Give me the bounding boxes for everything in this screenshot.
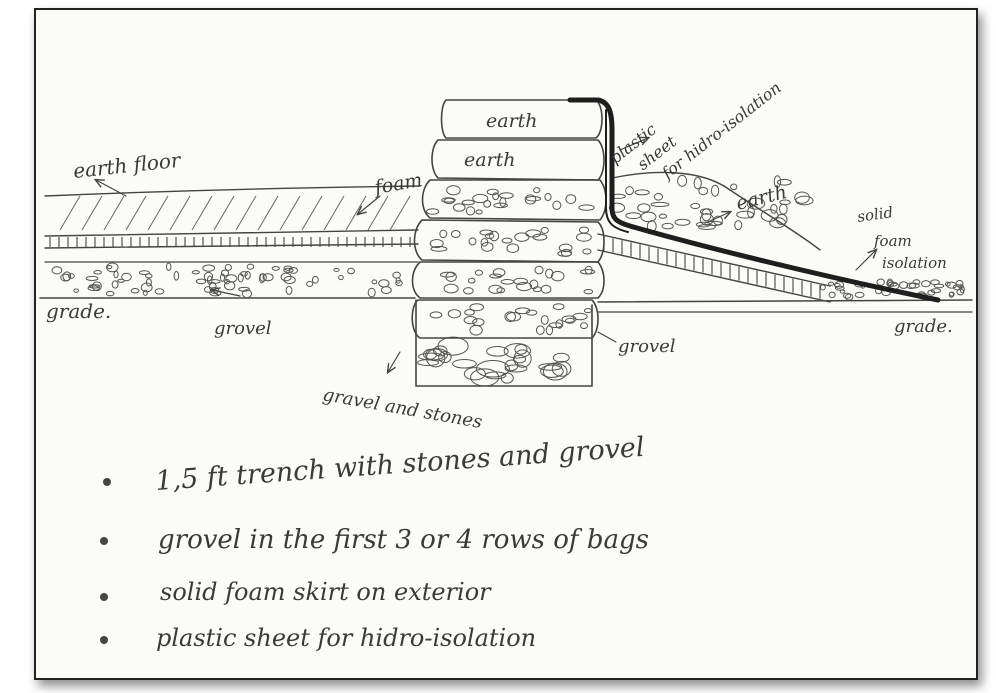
label-foam: foam (371, 169, 424, 199)
bullet-notes: 1,5 ft trench with stones and grovel gro… (100, 432, 649, 652)
label-gravel-left: grovel (214, 318, 272, 339)
label-gravel-and-stones: gravel and stones (321, 384, 484, 433)
earthbag-wall (411, 99, 607, 339)
gravel-band-left (44, 261, 419, 299)
earth-floor-layer (44, 185, 421, 231)
arrow-icon (96, 138, 876, 372)
note-text: 1,5 ft trench with stones and grovel (154, 432, 645, 497)
label-earth-floor: earth floor (72, 148, 183, 183)
diagram-labels: earth floor foam grade. grovel earth ear… (46, 78, 953, 433)
note-item: 1,5 ft trench with stones and grovel (103, 432, 645, 497)
paper-frame (34, 8, 978, 680)
label-plastic-sheet-line3: for hidro-isolation (657, 78, 784, 183)
foam-strip-left (44, 229, 419, 249)
note-item: solid foam skirt on exterior (100, 578, 492, 606)
plastic-sheet (567, 97, 941, 303)
solid-foam-skirt (597, 233, 831, 303)
note-text: solid foam skirt on exterior (160, 578, 492, 606)
note-text: grovel in the first 3 or 4 rows of bags (158, 525, 649, 555)
label-solid-foam-line2: foam (873, 232, 912, 250)
label-bag-earth-second: earth (464, 149, 516, 171)
trench (415, 299, 593, 387)
label-solid-foam-line3: isolation (882, 254, 947, 272)
bullet-dot-icon (100, 537, 108, 545)
bullet-dot-icon (103, 478, 111, 486)
label-bag-earth-top: earth (486, 110, 538, 132)
label-grade-right: grade. (894, 316, 953, 337)
bullet-dot-icon (100, 593, 108, 601)
note-item: grovel in the first 3 or 4 rows of bags (100, 525, 649, 555)
note-item: plastic sheet for hidro-isolation (100, 624, 536, 652)
bullet-dot-icon (100, 636, 108, 644)
grade-lines (39, 297, 973, 313)
label-gravel-right: grovel (618, 336, 676, 357)
note-text: plastic sheet for hidro-isolation (156, 624, 536, 652)
label-solid-foam-line1: solid (856, 203, 894, 226)
label-grade-left: grade. (46, 299, 111, 323)
